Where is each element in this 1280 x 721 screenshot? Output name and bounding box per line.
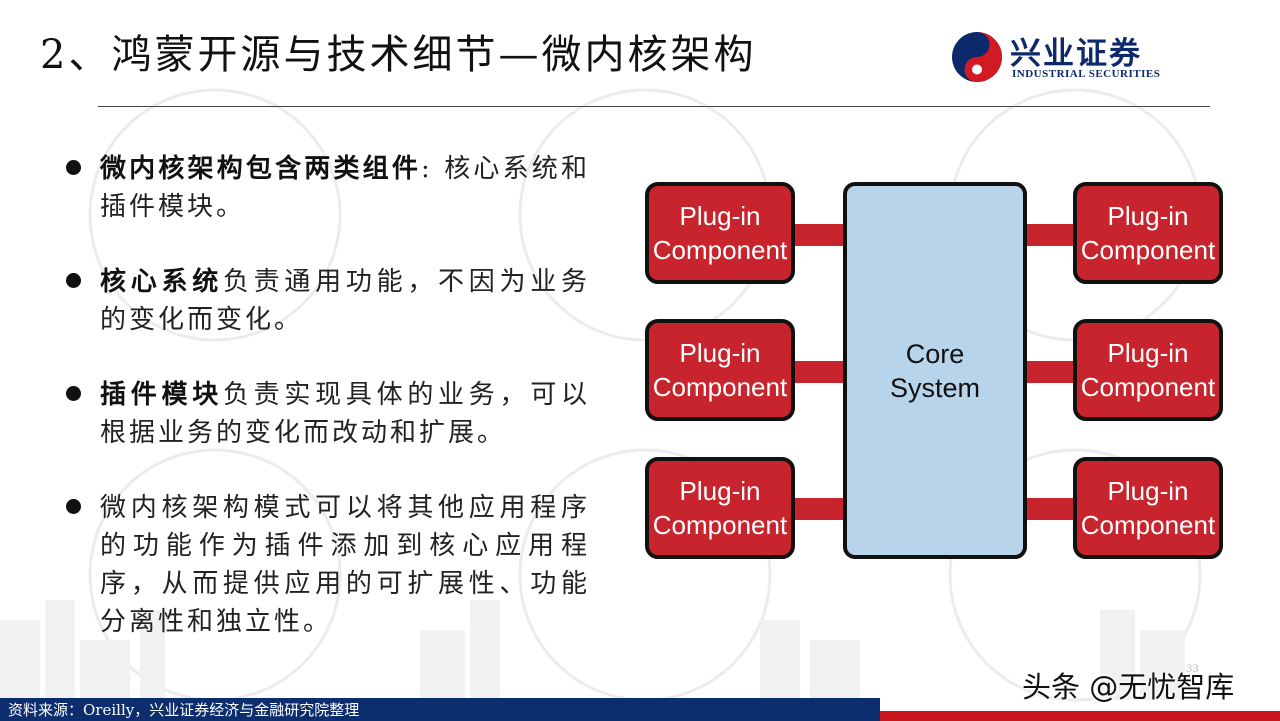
footer-accent — [880, 711, 1280, 721]
bullet-body: 微内核架构模式可以将其他应用程序的功能作为插件添加到核心应用程序，从而提供应用的… — [100, 493, 590, 637]
bullet-text: 核心系统负责通用功能，不因为业务的变化而变化。 — [100, 263, 590, 339]
bullet-body: 负责实现具体的业务，可以根据业务的变化而改动和扩展。 — [100, 380, 590, 448]
page-number: 33 — [1186, 664, 1199, 675]
bullet-text: 微内核架构模式可以将其他应用程序的功能作为插件添加到核心应用程序，从而提供应用的… — [100, 489, 590, 641]
plugin-label-line1: Plug-in — [1108, 201, 1189, 231]
bullet-item: 核心系统负责通用功能，不因为业务的变化而变化。 — [60, 263, 590, 339]
connector-right-2 — [1024, 361, 1076, 383]
plugin-label-line1: Plug-in — [680, 476, 761, 506]
plugin-label-line2: Component — [653, 372, 788, 402]
connector-left-2 — [791, 361, 846, 383]
bullet-body: 负责通用功能，不因为业务的变化而变化。 — [100, 267, 590, 335]
logo-subtitle: INDUSTRIAL SECURITIES — [1012, 68, 1161, 80]
plugin-label-line2: Component — [653, 510, 788, 540]
plugin-label-line1: Plug-in — [680, 201, 761, 231]
connector-left-1 — [791, 224, 846, 246]
plugin-component-box: Plug-in Component — [1073, 457, 1223, 559]
bullet-bold-term: 插件模块 — [100, 380, 223, 410]
plugin-label-line1: Plug-in — [1108, 338, 1189, 368]
plugin-label-line2: Component — [1081, 372, 1216, 402]
connector-left-3 — [791, 498, 846, 520]
connector-right-1 — [1024, 224, 1076, 246]
core-system-box: Core System — [843, 182, 1027, 559]
bullet-dot-icon — [66, 499, 81, 514]
bullet-dot-icon — [66, 160, 81, 175]
plugin-component-box: Plug-in Component — [645, 457, 795, 559]
plugin-label-line1: Plug-in — [680, 338, 761, 368]
footer-bar: 资料来源：Oreilly，兴业证券经济与金融研究院整理 — [0, 698, 880, 721]
plugin-component-box: Plug-in Component — [1073, 319, 1223, 421]
plugin-label-line1: Plug-in — [1108, 476, 1189, 506]
bullet-text: 微内核架构包含两类组件: 核心系统和插件模块。 — [100, 150, 590, 226]
title-divider — [98, 106, 1210, 107]
bullet-bold-term: 核心系统 — [100, 267, 223, 297]
footer-source: 资料来源：Oreilly，兴业证券经济与金融研究院整理 — [8, 701, 360, 719]
plugin-label-line2: Component — [653, 235, 788, 265]
brand-watermark: 头条 @无忧智库 — [1022, 670, 1235, 704]
core-label-line2: System — [890, 373, 980, 403]
bullet-item: 微内核架构包含两类组件: 核心系统和插件模块。 — [60, 150, 590, 226]
bullet-dot-icon — [66, 273, 81, 288]
connector-right-3 — [1024, 498, 1076, 520]
bullet-item: 微内核架构模式可以将其他应用程序的功能作为插件添加到核心应用程序，从而提供应用的… — [60, 489, 590, 641]
logo-emblem-icon — [952, 32, 1002, 82]
core-label-line1: Core — [906, 339, 965, 369]
bullet-list: 微内核架构包含两类组件: 核心系统和插件模块。 核心系统负责通用功能，不因为业务… — [60, 150, 590, 641]
company-logo: 兴业证券 INDUSTRIAL SECURITIES — [948, 26, 1198, 86]
page-title: 2、鸿蒙开源与技术细节—微内核架构 — [40, 32, 757, 78]
plugin-component-box: Plug-in Component — [645, 319, 795, 421]
bullet-dot-icon — [66, 386, 81, 401]
plugin-component-box: Plug-in Component — [1073, 182, 1223, 284]
plugin-component-box: Plug-in Component — [645, 182, 795, 284]
plugin-label-line2: Component — [1081, 235, 1216, 265]
bullet-text: 插件模块负责实现具体的业务，可以根据业务的变化而改动和扩展。 — [100, 376, 590, 452]
plugin-label-line2: Component — [1081, 510, 1216, 540]
bullet-body: : 核心系统和插件模块。 — [100, 154, 590, 222]
logo-name: 兴业证券 — [1010, 36, 1142, 72]
bullet-bold-term: 微内核架构包含两类组件 — [100, 154, 422, 184]
bullet-item: 插件模块负责实现具体的业务，可以根据业务的变化而改动和扩展。 — [60, 376, 590, 452]
microkernel-diagram: Core System Plug-in Component Plug-in Co… — [645, 182, 1223, 559]
